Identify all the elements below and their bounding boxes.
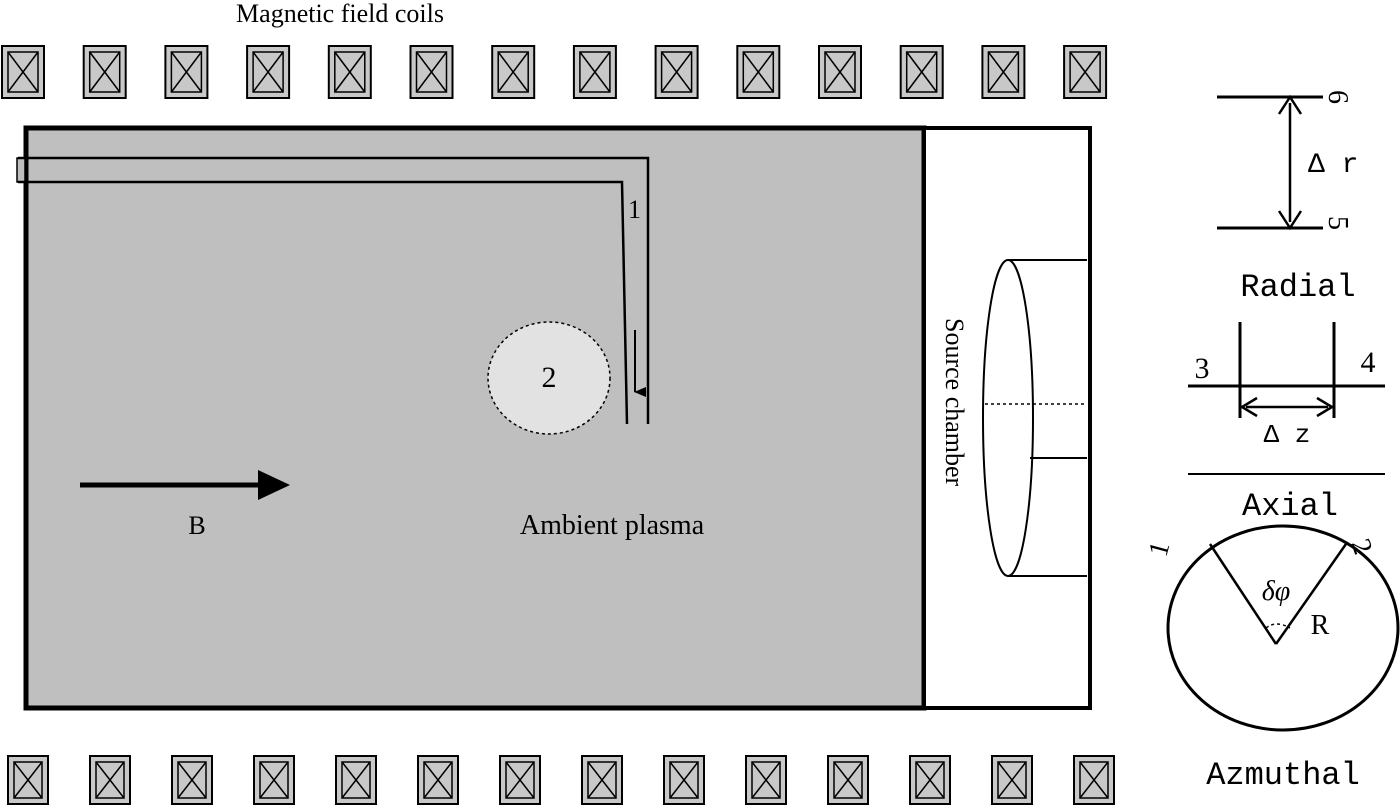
probe-1-label: 1 [628, 195, 641, 224]
azimuthal-radius-label: R [1311, 610, 1330, 641]
azimuthal-left-label: 1 [1143, 538, 1177, 560]
azimuthal-caption: Azmuthal [1206, 757, 1360, 794]
top-coil [409, 45, 454, 99]
bottom-coil [253, 755, 295, 805]
top-coil [1063, 45, 1108, 99]
bottom-coil [745, 755, 787, 805]
source-cylinder [982, 259, 1087, 577]
probe-1 [16, 156, 650, 425]
top-coil [818, 45, 862, 99]
bottom-coil [89, 755, 131, 805]
top-coil [246, 45, 291, 99]
radial-caption: Radial [1240, 269, 1355, 306]
diagram-title: Magnetic field coils [236, 0, 444, 28]
top-coil [572, 45, 617, 99]
radial-schematic [1217, 94, 1323, 231]
bottom-coil [499, 755, 541, 805]
top-coil [654, 45, 699, 99]
axial-right-label: 4 [1361, 346, 1376, 379]
bottom-coil [991, 755, 1033, 805]
field-label: B [188, 511, 205, 540]
source-chamber-label: Source chamber [940, 318, 969, 487]
axial-schematic [1188, 322, 1385, 475]
top-coil [491, 45, 536, 99]
bottom-coil-row [7, 755, 1115, 805]
top-coil [736, 45, 781, 99]
top-coil [82, 45, 127, 99]
probe-2-region [487, 321, 611, 435]
axial-caption: Axial [1242, 488, 1338, 525]
bottom-coil [581, 755, 623, 805]
top-coil-row [1, 45, 1108, 99]
radial-top-label: 6 [1322, 90, 1353, 104]
bottom-coil [171, 755, 213, 805]
azimuthal-angle-label: δφ [1262, 576, 1291, 607]
axial-left-label: 3 [1195, 352, 1210, 385]
bottom-coil [909, 755, 951, 805]
top-coil [164, 45, 209, 99]
top-coil [899, 45, 944, 99]
magnetic-field-arrow [80, 470, 290, 500]
plasma-chamber [23, 125, 927, 711]
radial-bottom-label: 5 [1322, 216, 1353, 230]
bottom-coil [417, 755, 459, 805]
ambient-plasma-label: Ambient plasma [520, 510, 705, 541]
bottom-coil [7, 755, 49, 805]
top-coil [327, 45, 372, 99]
top-coil [981, 45, 1026, 99]
source-chamber [922, 126, 1092, 710]
bottom-coil [335, 755, 377, 805]
probe-2-label: 2 [542, 361, 557, 394]
bottom-coil [827, 755, 869, 805]
top-coil [1, 45, 45, 99]
bottom-coil [663, 755, 705, 805]
azimuthal-schematic [1166, 524, 1400, 732]
bottom-coil [1073, 755, 1115, 805]
radial-delta-label: Δ r [1308, 150, 1358, 181]
axial-delta-label: Δ z [1264, 420, 1311, 450]
